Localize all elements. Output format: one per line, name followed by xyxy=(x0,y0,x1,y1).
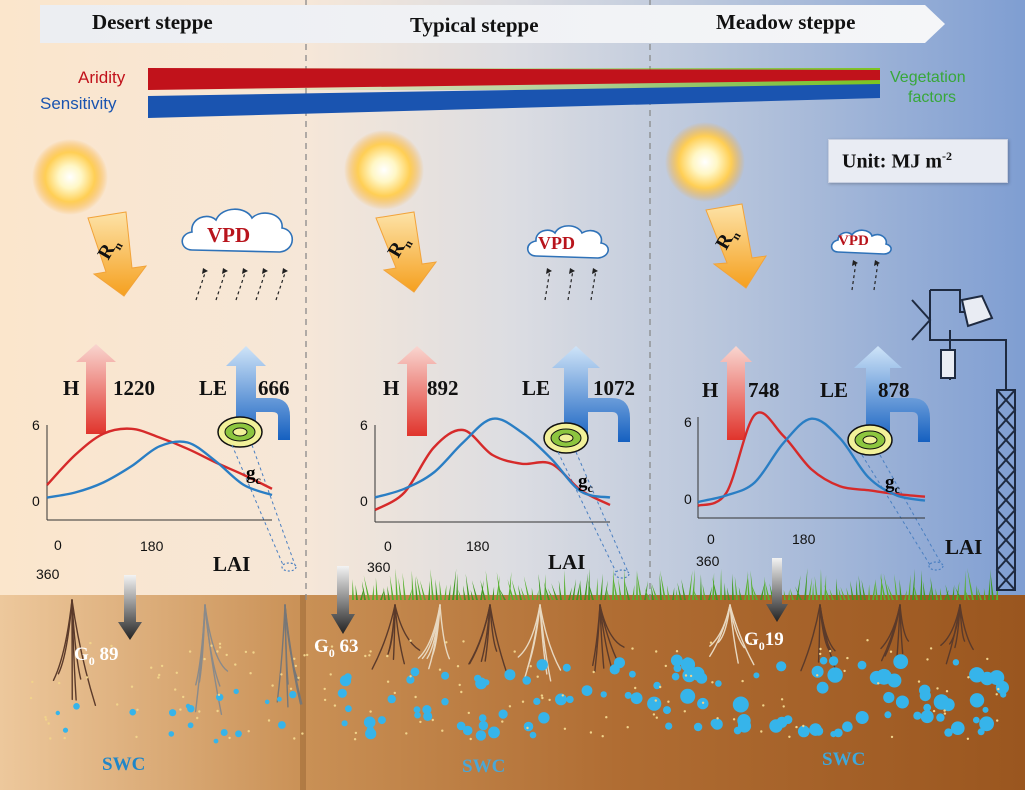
unit-label: Unit: MJ m-2 xyxy=(842,149,952,173)
gc-label-desert: gc xyxy=(246,463,261,487)
series-line-le xyxy=(697,417,926,504)
lai-label-typical: LAI xyxy=(548,550,586,574)
h-label-desert: H xyxy=(63,376,80,400)
y-tick-0-typical: 0 xyxy=(360,493,368,509)
series-line-h xyxy=(697,411,926,507)
y-tick-6-meadow: 6 xyxy=(684,414,692,430)
le-label-typical: LE xyxy=(522,376,551,400)
vpd-label-desert: VPD xyxy=(207,223,251,247)
g0-label-desert: G0 89 xyxy=(74,644,119,668)
x-tick-0-meadow: 0 xyxy=(707,531,715,547)
aridity-label: Aridity xyxy=(78,68,126,87)
x-tick-0-typical: 0 xyxy=(384,538,392,554)
unit-box xyxy=(828,139,1008,183)
le-value-desert: 666 xyxy=(258,376,290,400)
gc-label-typical: gc xyxy=(578,471,593,495)
h-value-desert: 1220 xyxy=(113,376,155,400)
lai-label-meadow: LAI xyxy=(945,535,983,559)
h-value-typical: 892 xyxy=(427,376,459,400)
x-tick-180-desert: 180 xyxy=(140,538,164,554)
swc-label-desert: SWC xyxy=(102,754,146,775)
series-line-h xyxy=(46,427,273,490)
le-value-typical: 1072 xyxy=(593,376,635,400)
x-tick-360-meadow: 360 xyxy=(696,553,720,569)
le-value-meadow: 878 xyxy=(878,378,910,402)
gc-label-meadow: gc xyxy=(885,472,900,496)
x-tick-360-desert: 360 xyxy=(36,566,60,582)
y-tick-0-desert: 0 xyxy=(32,493,40,509)
vegetation-label-line1: Vegetation xyxy=(890,69,966,86)
g0-label-typical: G0 63 xyxy=(314,636,359,660)
series-line-le xyxy=(46,440,273,499)
h-label-typical: H xyxy=(383,376,400,400)
le-label-meadow: LE xyxy=(820,378,849,402)
g0-label-meadow: G019 xyxy=(744,629,784,653)
desert-chart xyxy=(46,427,273,499)
zone-title-desert: Desert steppe xyxy=(92,10,213,34)
series-line-le xyxy=(374,417,611,499)
lai-label-desert: LAI xyxy=(213,552,251,576)
h-label-meadow: H xyxy=(702,378,719,402)
sensitivity-label: Sensitivity xyxy=(40,94,117,113)
x-tick-180-meadow: 180 xyxy=(792,531,816,547)
h-value-meadow: 748 xyxy=(748,378,780,402)
le-label-desert: LE xyxy=(199,376,228,400)
typical-chart xyxy=(374,417,611,512)
x-tick-360-typical: 360 xyxy=(367,559,391,575)
y-tick-0-meadow: 0 xyxy=(684,491,692,507)
meadow-chart xyxy=(697,411,926,507)
y-tick-6-desert: 6 xyxy=(32,417,40,433)
y-tick-6-typical: 6 xyxy=(360,417,368,433)
x-tick-180-typical: 180 xyxy=(466,538,490,554)
swc-label-typical: SWC xyxy=(462,756,506,777)
vpd-label-meadow: VPD xyxy=(838,233,869,249)
vegetation-label-line2: factors xyxy=(908,89,957,106)
vpd-label-typical: VPD xyxy=(538,233,575,253)
swc-label-meadow: SWC xyxy=(822,749,866,770)
zone-title-typical: Typical steppe xyxy=(410,13,539,37)
zone-title-meadow: Meadow steppe xyxy=(716,10,856,34)
x-tick-0-desert: 0 xyxy=(54,537,62,553)
